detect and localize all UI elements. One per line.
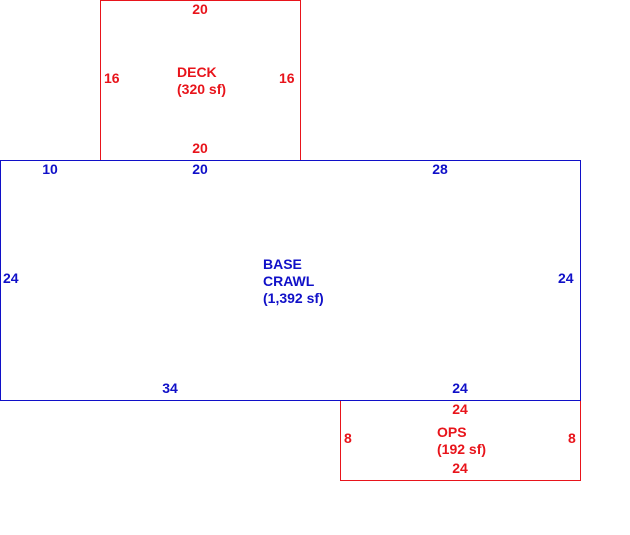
base-dim-bottom-right: 24 [452, 380, 468, 396]
deck-dim-right: 16 [279, 70, 295, 86]
ops-dim-left: 8 [344, 430, 352, 446]
ops-dim-bottom: 24 [452, 460, 468, 476]
deck-area: (320 sf) [177, 81, 227, 97]
base-dim-right: 24 [558, 270, 574, 286]
base-name-line2: CRAWL [263, 273, 315, 289]
base-dim-top-right: 28 [432, 161, 448, 177]
base-dim-top-mid: 20 [192, 161, 208, 177]
base-area: (1,392 sf) [263, 290, 324, 306]
ops-dim-top: 24 [452, 401, 468, 417]
base-dim-bottom-left: 34 [162, 380, 178, 396]
deck-dim-top: 20 [192, 1, 208, 17]
base-dim-left: 24 [3, 270, 19, 286]
deck-name: DECK [177, 64, 217, 80]
base-dim-top-left: 10 [42, 161, 58, 177]
ops-area: (192 sf) [437, 441, 487, 457]
deck-dim-bottom: 20 [192, 140, 208, 156]
ops-name: OPS [437, 424, 467, 440]
deck-dim-left: 16 [104, 70, 120, 86]
base-name-line1: BASE [263, 256, 302, 272]
ops-dim-right: 8 [568, 430, 576, 446]
base-outline [0, 160, 581, 401]
